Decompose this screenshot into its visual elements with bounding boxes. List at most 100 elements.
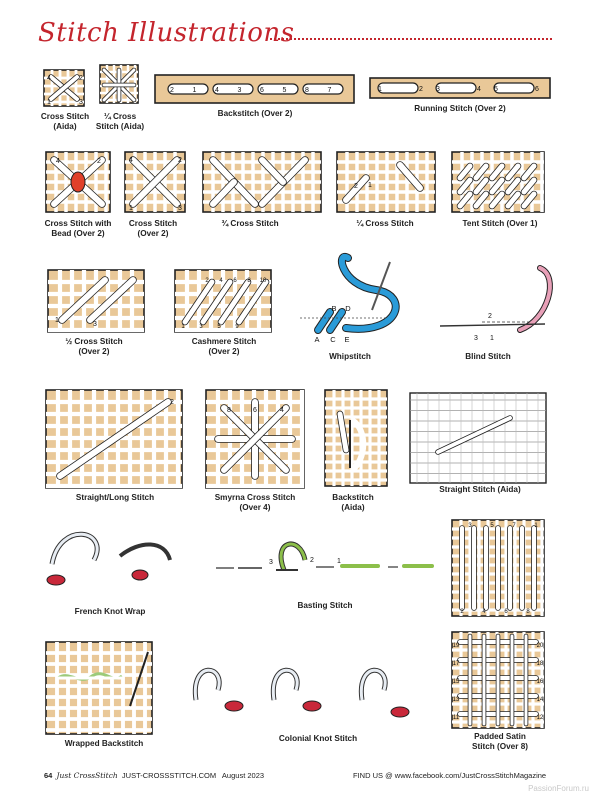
diagram-number: 8 bbox=[247, 278, 251, 284]
caption-cross-stitch-aida: Cross Stitch (Aida) bbox=[40, 112, 90, 131]
page-title: Stitch Illustrations bbox=[38, 18, 295, 48]
diagram-number: 3 bbox=[436, 86, 440, 93]
diagram-number: 8 bbox=[227, 407, 231, 414]
diagram-number: 3 bbox=[93, 321, 97, 328]
fingernail bbox=[224, 700, 244, 712]
diagram-number: 2 bbox=[170, 87, 174, 94]
basting-thread bbox=[279, 542, 307, 571]
stitch bbox=[505, 163, 521, 181]
stitch bbox=[505, 177, 521, 195]
caption-cross-bead: Cross Stitch with Bead (Over 2) bbox=[44, 219, 112, 238]
diagram-number: 5 bbox=[494, 86, 498, 93]
caption-french-knot: French Knot Wrap bbox=[74, 607, 146, 616]
diagram-number: 4 bbox=[280, 407, 284, 414]
diagram-number: 6 bbox=[535, 86, 539, 93]
caption-basting: Basting Stitch bbox=[297, 601, 353, 610]
stitch bbox=[457, 191, 473, 209]
needle-icon bbox=[371, 261, 391, 311]
stitch bbox=[436, 416, 512, 454]
caption-cross-over-2: Cross Stitch (Over 2) bbox=[128, 219, 178, 238]
stitch bbox=[397, 162, 423, 191]
stitch bbox=[210, 179, 237, 207]
stitch bbox=[182, 279, 215, 325]
diagram-number: 9 bbox=[235, 324, 239, 330]
caption-wrapped-backstitch: Wrapped Backstitch bbox=[64, 739, 144, 748]
caption-straight-aida: Straight Stitch (Aida) bbox=[439, 485, 521, 494]
diagram-number: 2 bbox=[178, 157, 182, 164]
diagram-number: 3 bbox=[238, 87, 242, 94]
blind-thread bbox=[518, 266, 552, 332]
diagram-number: 7 bbox=[512, 523, 516, 529]
stitch bbox=[473, 163, 489, 181]
diagram-number: 6 bbox=[504, 609, 508, 615]
caption-half-cross: ½ Cross Stitch (Over 2) bbox=[65, 337, 123, 356]
stitch bbox=[49, 75, 79, 101]
diagram-number: 1 bbox=[181, 324, 185, 330]
fingernail bbox=[131, 569, 149, 581]
backstitch-segment bbox=[167, 83, 209, 95]
diagram-number: 6 bbox=[260, 87, 264, 94]
stitch bbox=[130, 157, 180, 207]
diagram-number: 2 bbox=[79, 75, 83, 82]
caption-padded-satin: Padded Satin Stitch (Over 8) bbox=[472, 732, 528, 751]
fingernail bbox=[390, 706, 410, 718]
title-rule bbox=[270, 38, 552, 40]
caption-running-stitch: Running Stitch (Over 2) bbox=[414, 104, 506, 113]
stitch bbox=[200, 279, 233, 325]
needle-icon bbox=[129, 651, 149, 707]
whip-stitch bbox=[315, 309, 333, 333]
diagram-number: 3 bbox=[269, 559, 273, 566]
diagram-number: 14 bbox=[537, 697, 544, 703]
diagram-number: 20 bbox=[537, 643, 544, 649]
diagram-number: 2 bbox=[460, 609, 464, 615]
diagram-number: 13 bbox=[453, 697, 460, 703]
bead bbox=[70, 171, 86, 193]
diagram-number: 8 bbox=[526, 609, 530, 615]
site-url: JUST-CROSSSTITCH.COM bbox=[121, 771, 217, 780]
diagram-number: 4 bbox=[482, 609, 486, 615]
fingernail bbox=[46, 574, 66, 586]
caption-cashmere: Cashmere Stitch (Over 2) bbox=[191, 337, 257, 356]
diagram-letter: D bbox=[345, 304, 351, 313]
caption-quarter-cross-aida: ¼ Cross Stitch (Aida) bbox=[95, 112, 145, 131]
diagram-number: 15 bbox=[453, 679, 460, 685]
backstitch-aida-thread bbox=[349, 417, 367, 473]
backstitch-segment bbox=[257, 83, 299, 95]
diagram-number: 10 bbox=[260, 278, 267, 284]
blind-fold bbox=[439, 323, 546, 327]
diagram-number: 2 bbox=[488, 313, 492, 320]
diagram-number: 1 bbox=[490, 335, 494, 342]
diagram-number: 8 bbox=[305, 87, 309, 94]
caption-three-quarter-cross: ¾ Cross Stitch bbox=[221, 219, 279, 228]
diagram-number: 6 bbox=[253, 407, 257, 414]
diagram-number: 2 bbox=[419, 86, 423, 93]
stitch bbox=[473, 177, 489, 195]
caption-colonial-knot: Colonial Knot Stitch bbox=[278, 734, 358, 743]
diagram-letter: C bbox=[330, 335, 336, 344]
whip-thread bbox=[338, 253, 399, 332]
diagram-number: 3 bbox=[474, 335, 478, 342]
diagram-number: 4 bbox=[47, 75, 51, 82]
stitch bbox=[57, 399, 171, 479]
diagram-number: 2 bbox=[97, 158, 101, 165]
diagram-number: 5 bbox=[283, 87, 287, 94]
diagram-number: 3 bbox=[79, 99, 83, 106]
caption-backstitch-aida: Backstitch (Aida) bbox=[332, 493, 374, 512]
diagram-number: 11 bbox=[453, 715, 460, 721]
diagram-number: 3 bbox=[178, 205, 182, 212]
backstitch-segment bbox=[212, 83, 254, 95]
stitch bbox=[457, 163, 473, 181]
diagram-number: 1 bbox=[337, 558, 341, 565]
stitch bbox=[489, 191, 505, 209]
backstitch-segment bbox=[302, 83, 344, 95]
diagram-number: 1 bbox=[368, 182, 372, 189]
diagram-number: 18 bbox=[537, 661, 544, 667]
footer-left: 64 Just CrossStitch JUST-CROSSSTITCH.COM… bbox=[44, 771, 264, 780]
diagram-number: 1 bbox=[534, 523, 538, 529]
diagram-number: 2 bbox=[205, 278, 209, 284]
diagram-number: 2 bbox=[170, 399, 174, 406]
caption-blind-stitch: Blind Stitch bbox=[465, 352, 511, 361]
diagram-number: 1 bbox=[129, 205, 133, 212]
knot-thread bbox=[50, 532, 99, 565]
